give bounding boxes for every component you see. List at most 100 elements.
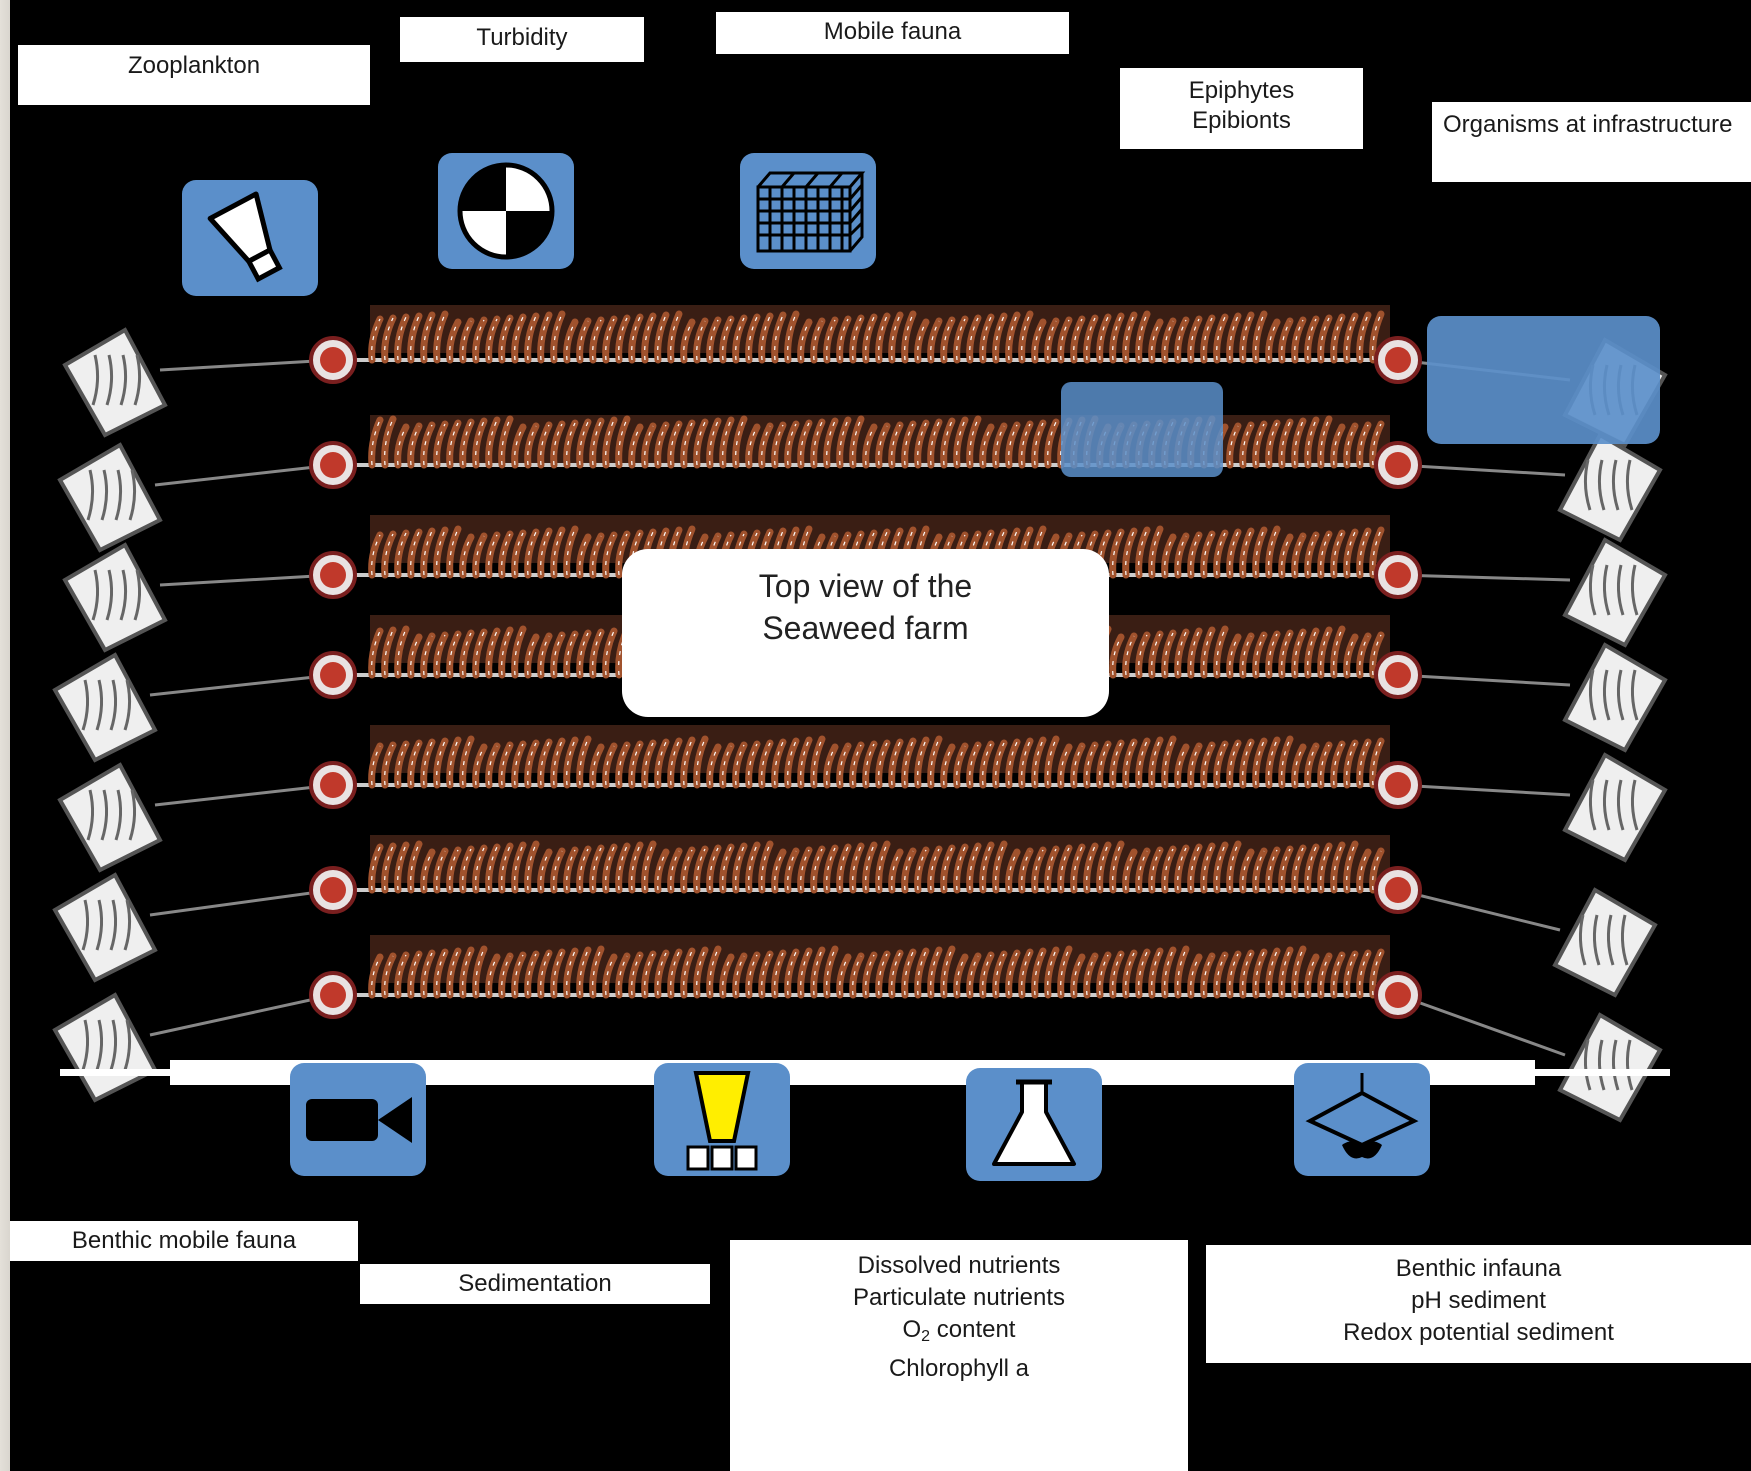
seaweed-outline: [1255, 423, 1265, 466]
seaweed-outline: [761, 315, 771, 361]
seaweed-outline: [891, 424, 901, 466]
seaweed-outline: [943, 948, 953, 996]
seaweed-outline: [1268, 633, 1278, 676]
anchor-right-hatch: [1602, 564, 1611, 616]
plankton-net-icon: [182, 180, 318, 296]
seaweed-outline: [1177, 535, 1187, 576]
seaweed-outline: [371, 846, 381, 891]
seaweed-outline: [969, 317, 979, 361]
seaweed-outline: [527, 843, 537, 891]
seaweed-outline: [449, 422, 459, 466]
label-benthic-mobile-fauna: Benthic mobile fauna: [10, 1221, 358, 1261]
seaweed-outline: [410, 742, 420, 786]
seaweed-outline: [800, 950, 810, 996]
seaweed-outline: [397, 628, 407, 676]
seaweed-outline: [579, 536, 589, 576]
seaweed-outline: [657, 314, 667, 361]
seaweed-outline: [657, 952, 667, 996]
seaweed-outline: [995, 843, 1005, 891]
seaweed-outline: [1034, 849, 1044, 891]
seaweed-outline: [774, 424, 784, 466]
seaweed-outline: [540, 314, 550, 361]
seaweed-outline: [1164, 632, 1174, 676]
anchor-left-hatch: [109, 899, 118, 951]
seaweed-outline: [1086, 845, 1096, 891]
seaweed-outline: [462, 536, 472, 576]
seaweed-outline: [1294, 631, 1304, 676]
seaweed-outline: [813, 738, 823, 786]
seaweed-outline: [592, 535, 602, 576]
seaweed-outline: [553, 529, 563, 576]
seaweed-outline: [1346, 636, 1356, 676]
anchor-left-hatch: [95, 679, 104, 731]
anchor-left-hatch: [114, 789, 123, 841]
seaweed-outline: [1346, 425, 1356, 466]
seaweed-outline: [1268, 849, 1278, 891]
seaweed-outline: [683, 321, 693, 361]
seaweed-outline: [618, 317, 628, 361]
anchor-right-hatch: [1597, 1039, 1606, 1091]
seaweed-outline: [618, 955, 628, 996]
label-ph-sediment: pH sediment: [1411, 1287, 1546, 1314]
seaweed-outline: [579, 738, 589, 786]
seaweed-outline: [1177, 631, 1187, 676]
seaweed-outline: [1333, 426, 1343, 466]
seaweed-outline: [514, 426, 524, 466]
seaweed-outline: [1190, 630, 1200, 676]
seaweed-outline: [1203, 533, 1213, 576]
seaweed-outline: [540, 741, 550, 786]
seaweed-outline: [917, 321, 927, 361]
seaweed-outline: [813, 320, 823, 361]
seaweed-outline: [696, 949, 706, 996]
anchor-right-hatch: [1592, 914, 1601, 966]
seaweed-outline: [1229, 531, 1239, 576]
anchor-left-hatch: [119, 354, 128, 406]
seaweed-outline: [1281, 848, 1291, 891]
seaweed-outline: [1125, 314, 1135, 361]
seaweed-outline: [1047, 848, 1057, 891]
mooring-line: [149, 673, 334, 697]
anchor-left: [52, 652, 158, 763]
seaweed-outline: [852, 845, 862, 891]
label-zooplankton-text: Zooplankton: [127, 52, 261, 79]
anchor-right-hatch: [1616, 564, 1625, 616]
seaweed-outline: [371, 318, 381, 361]
seaweed-outline: [1008, 741, 1018, 786]
seaweed-outline: [1164, 536, 1174, 576]
seaweed-outline: [1242, 314, 1252, 361]
seaweed-outline: [956, 846, 966, 891]
seaweed-outline: [1112, 531, 1122, 576]
seaweed-outline: [943, 847, 953, 891]
seaweed-outline: [566, 422, 576, 466]
seaweed-outline: [839, 745, 849, 786]
seaweed-outline: [800, 739, 810, 786]
seaweed-outline: [1242, 635, 1252, 676]
anchor-left-hatch: [95, 899, 104, 951]
seaweed-outline: [1229, 953, 1239, 996]
seaweed-outline: [462, 421, 472, 466]
anchor-left: [57, 762, 163, 873]
fish-trap-icon: [740, 153, 876, 269]
seaweed-outline: [579, 421, 589, 466]
seaweed-outline: [1333, 743, 1343, 786]
seaweed-outline: [1294, 420, 1304, 466]
anchor-left-hatch: [86, 789, 95, 841]
seaweed-outline: [527, 531, 537, 576]
seaweed-outline: [1125, 851, 1135, 891]
seaweed-outline: [891, 952, 901, 996]
seaweed-outline: [969, 744, 979, 786]
seaweed-outline: [891, 741, 901, 786]
seaweed-outline: [1060, 948, 1070, 996]
seaweed-outline: [553, 850, 563, 891]
buoy-core: [1385, 982, 1411, 1008]
seaweed-outline: [917, 950, 927, 996]
seaweed-outline: [1294, 948, 1304, 996]
seaweed-outline: [1138, 850, 1148, 891]
seaweed-outline: [683, 422, 693, 466]
seaweed-outline: [930, 738, 940, 786]
seaweed-outline: [618, 845, 628, 891]
seaweed-outline: [488, 630, 498, 676]
seaweed-outline: [384, 629, 394, 676]
seaweed-outline: [813, 949, 823, 996]
